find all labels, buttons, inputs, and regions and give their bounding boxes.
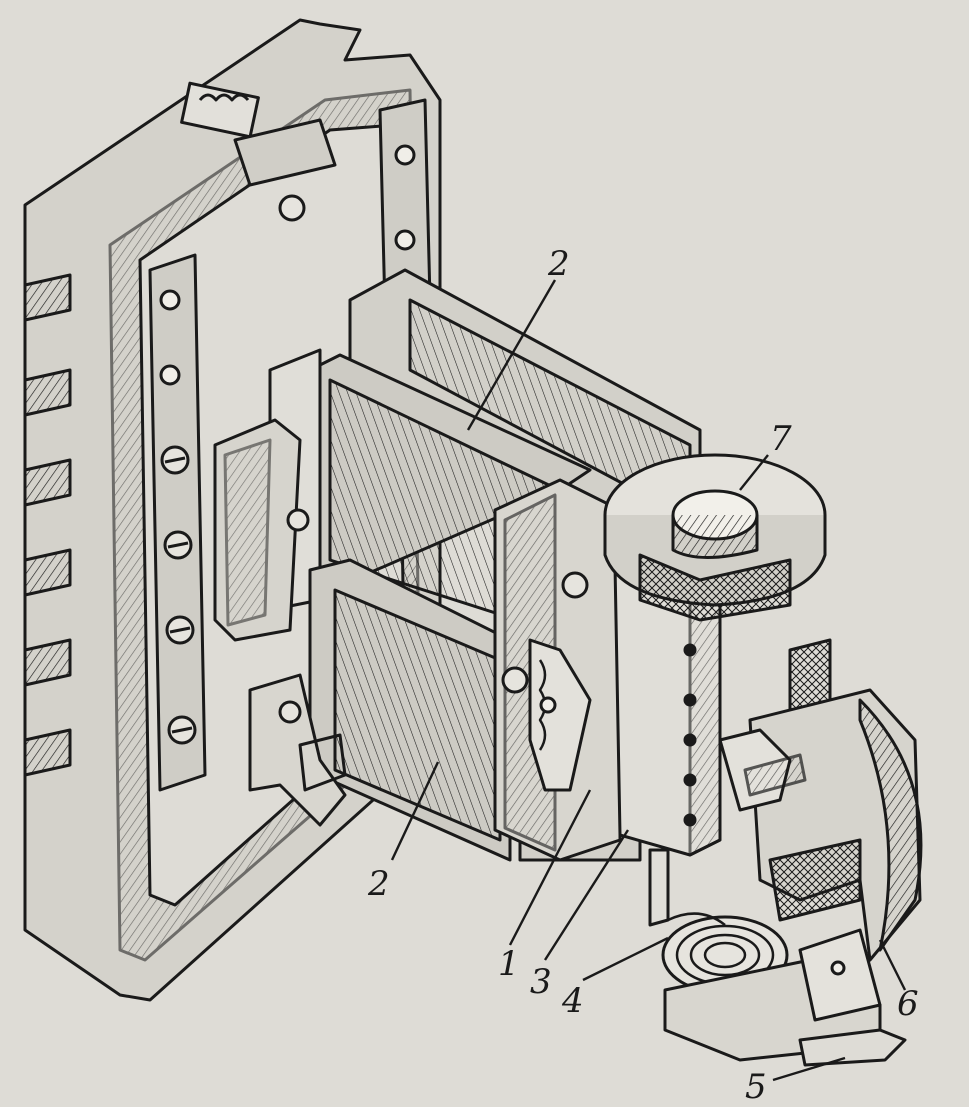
lower-coil [308, 558, 512, 862]
label-6: 6 [897, 984, 919, 1024]
pole-piece [213, 418, 310, 642]
label-1: 1 [498, 944, 520, 984]
bottom-bracket [248, 673, 347, 827]
contact-assembly [528, 638, 592, 792]
label-4: 4 [561, 981, 584, 1021]
label-5: 5 [745, 1067, 767, 1107]
ring-coil [603, 453, 827, 622]
leader-lines [390, 279, 907, 1082]
armature-tongue [718, 728, 807, 812]
label-2-upper: 2 [547, 244, 570, 284]
label-7: 7 [770, 419, 792, 459]
adjusting-lever [663, 928, 907, 1067]
label-3: 3 [530, 962, 552, 1002]
part-labels: 2 7 2 1 3 4 6 5 [367, 244, 919, 1107]
label-2-lower: 2 [367, 864, 390, 904]
spring-clip [180, 81, 337, 222]
